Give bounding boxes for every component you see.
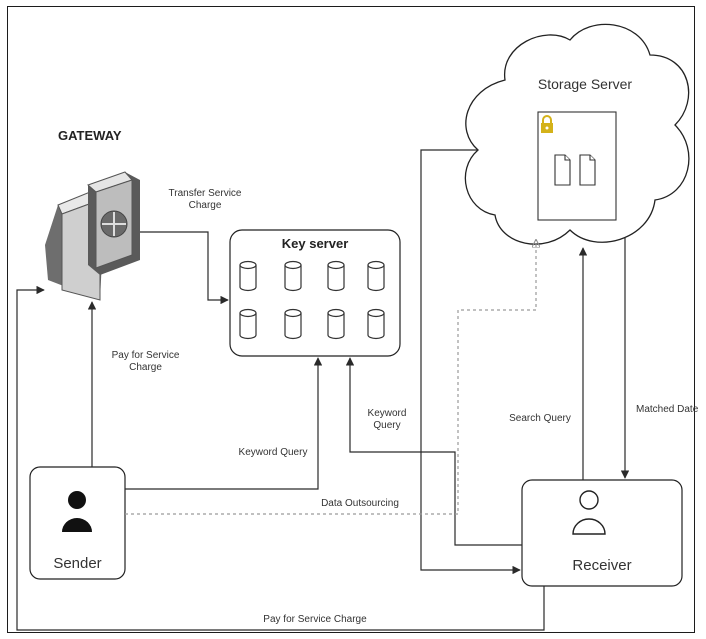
database-icon <box>367 308 385 340</box>
edge-label-line: Query <box>373 420 401 431</box>
database-icon <box>367 260 385 292</box>
edges <box>16 149 630 631</box>
edge-pay-for-service-receiver <box>16 285 545 631</box>
user-outline-icon <box>572 490 606 535</box>
database-icon <box>327 308 345 340</box>
diagram-frame <box>7 6 695 633</box>
edge-keyword-query-receiver <box>345 357 522 546</box>
edge-label-pay-for-service-sender: Pay for Service Charge <box>98 350 193 374</box>
database-icon <box>327 260 345 292</box>
edge-label-matched-data: Matched Date <box>636 404 699 415</box>
edge-data-outsourcing <box>125 240 536 515</box>
edge-label-transfer-service-charge: Transfer Service Charge <box>150 188 260 212</box>
document-icon <box>579 154 596 186</box>
database-icon <box>239 260 257 292</box>
gateway-label: GATEWAY <box>58 128 122 143</box>
receiver-box <box>521 479 683 587</box>
edge-label-line: Transfer Service <box>168 188 242 199</box>
receiver-label: Receiver <box>572 557 632 574</box>
database-icon <box>284 308 302 340</box>
edge-keyword-query-sender <box>125 357 323 490</box>
edge-label-line: Pay for Service <box>111 350 180 361</box>
edge-label-line: Keyword <box>367 408 407 419</box>
edge-label-keyword-query-sender: Keyword Query <box>238 447 308 458</box>
edge-label-line: Charge <box>188 200 222 211</box>
edge-label-pay-for-service-receiver: Pay for Service Charge <box>263 614 367 625</box>
edge-cloud-to-receiver <box>420 149 521 575</box>
document-icon <box>554 154 571 186</box>
user-icon <box>62 491 92 532</box>
key-server-label: Key server <box>281 236 349 251</box>
gateway-icon <box>45 171 140 301</box>
edge-label-search-query: Search Query <box>509 413 571 424</box>
sender-label: Sender <box>53 555 102 572</box>
storage-server-label: Storage Server <box>537 76 633 92</box>
database-icon <box>284 260 302 292</box>
key-server-box <box>229 229 401 357</box>
edge-label-line: Charge <box>129 362 162 373</box>
edge-label-data-outsourcing: Data Outsourcing <box>321 498 399 509</box>
edge-transfer-service-charge <box>140 231 229 305</box>
lock-icon <box>541 115 553 133</box>
database-icons <box>239 260 385 340</box>
edge-label-keyword-query-receiver: Keyword Query <box>362 408 412 432</box>
database-icon <box>239 308 257 340</box>
